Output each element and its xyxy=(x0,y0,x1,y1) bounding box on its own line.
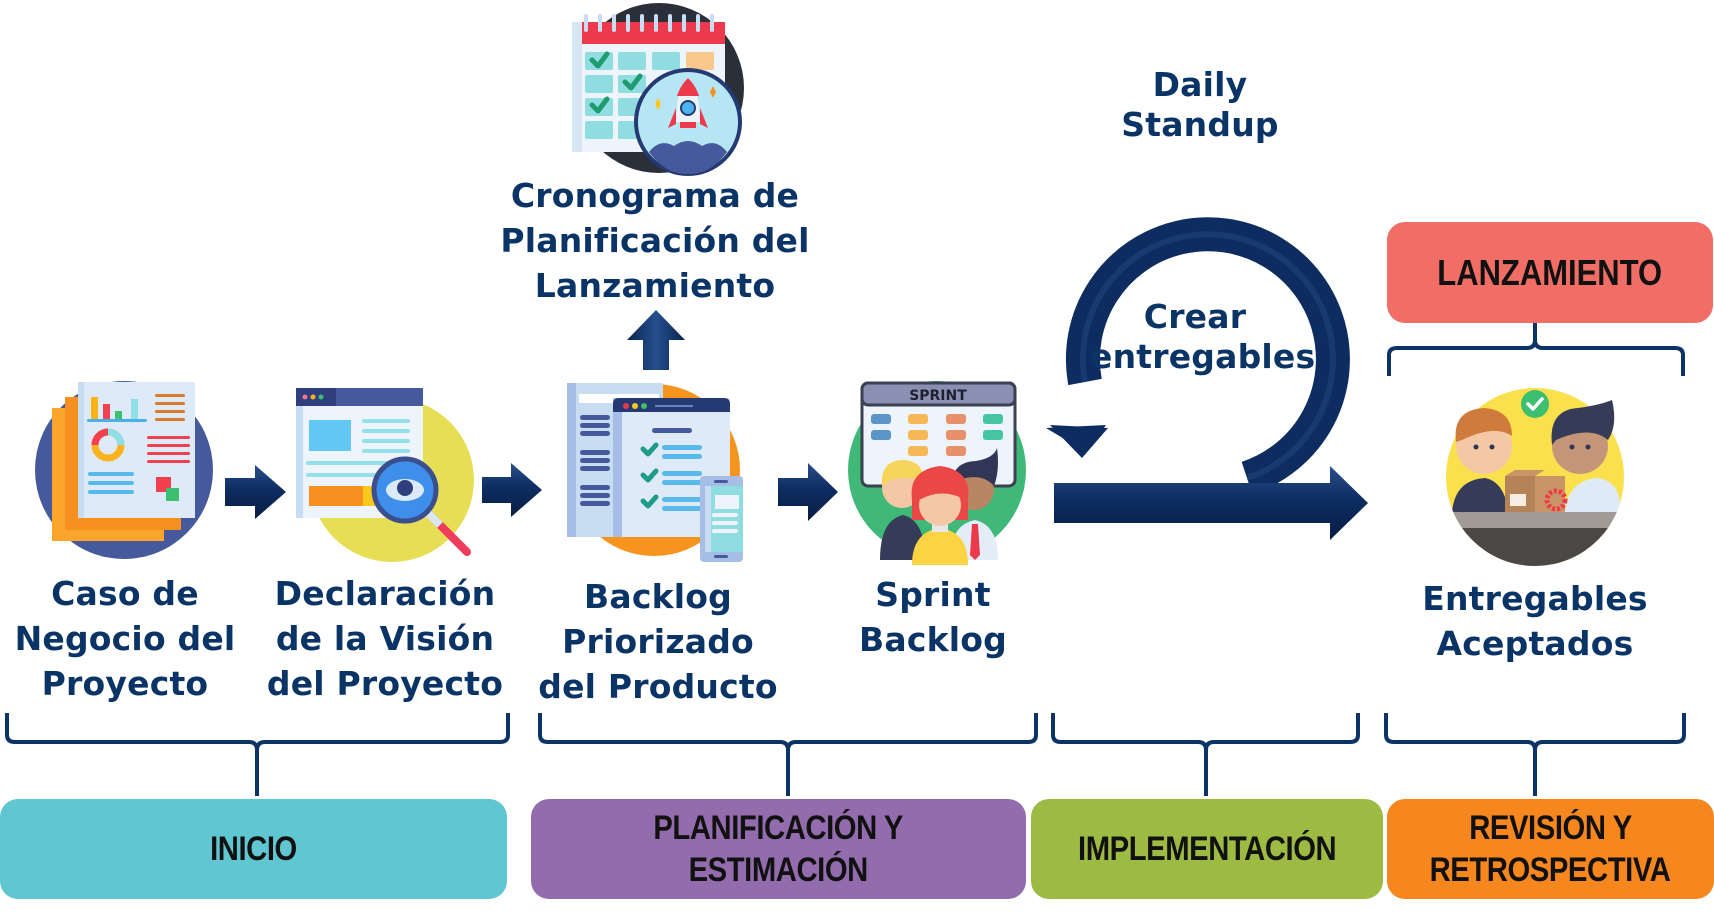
step-label-line: Proyecto xyxy=(41,664,209,703)
step-label-line: del Proyecto xyxy=(266,664,504,703)
step-label-product-backlog: Backlog Priorizado del Producto xyxy=(533,574,783,709)
bracket-revision xyxy=(1384,713,1686,796)
phase-label-line: REVISIÓN Y xyxy=(1469,809,1632,847)
step-label-line: Backlog xyxy=(584,577,732,616)
flow-arrow-up xyxy=(627,310,685,370)
step-label-sprint-backlog: Sprint Backlog xyxy=(833,572,1033,662)
step-label-line: Backlog xyxy=(859,620,1007,659)
step-label-line: Standup xyxy=(1121,105,1279,144)
release-box-label: LANZAMIENTO xyxy=(1437,251,1663,293)
step-label-line: Sprint xyxy=(875,575,991,614)
step-label-line: Priorizado xyxy=(562,622,754,661)
sprint-board-label: SPRINT xyxy=(909,388,967,404)
bracket-implementacion xyxy=(1051,713,1360,796)
phase-implementacion: IMPLEMENTACIÓN xyxy=(1031,799,1383,899)
step-label-line: Declaración xyxy=(274,574,496,613)
phase-label-line: RETROSPECTIVA xyxy=(1430,851,1671,889)
step-label-line: Caso de xyxy=(51,574,199,613)
release-box: LANZAMIENTO xyxy=(1387,222,1713,323)
step-label-vision-statement: Declaración de la Visión del Proyecto xyxy=(260,571,510,706)
sprint-board-team-icon: SPRINT xyxy=(848,381,1026,565)
phase-label: INICIO xyxy=(210,830,297,868)
flow-arrow-3 xyxy=(778,463,838,521)
browser-magnifier-icon xyxy=(296,388,474,562)
calendar-rocket-icon xyxy=(572,3,744,176)
phase-planificacion: PLANIFICACIÓN Y ESTIMACIÓN xyxy=(531,799,1026,899)
step-label-line: de la Visión xyxy=(275,619,495,658)
step-label-line: Planificación del xyxy=(500,221,810,260)
step-label-line: Lanzamiento xyxy=(534,266,776,305)
phase-revision: REVISIÓN Y RETROSPECTIVA xyxy=(1387,799,1714,899)
step-label-line: Crear xyxy=(1143,297,1247,336)
step-label-release-schedule: Cronograma de Planificación del Lanzamie… xyxy=(500,173,810,308)
step-label-line: Daily xyxy=(1152,65,1248,104)
bracket-lanzamiento xyxy=(1387,323,1685,376)
team-approval-icon xyxy=(1446,388,1624,566)
step-label-create-deliverables: Crear entregables xyxy=(1090,297,1316,377)
step-label-line: Aceptados xyxy=(1436,624,1634,663)
bracket-inicio xyxy=(5,713,510,796)
step-label-business-case: Caso de Negocio del Proyecto xyxy=(0,571,250,706)
cycle-arrow-icon xyxy=(1046,217,1368,540)
step-label-accepted-deliverables: Entregables Aceptados xyxy=(1410,576,1660,666)
step-label-line: entregables xyxy=(1090,337,1316,376)
bracket-planificacion xyxy=(538,713,1038,796)
flow-arrow-2 xyxy=(482,463,542,517)
step-label-line: del Producto xyxy=(538,667,778,706)
step-label-line: Negocio del xyxy=(14,619,236,658)
backlog-checklist-icon xyxy=(567,383,743,562)
phase-label-line: ESTIMACIÓN xyxy=(688,851,869,889)
phase-label-line: PLANIFICACIÓN Y xyxy=(653,809,904,847)
business-report-icon xyxy=(35,381,213,559)
step-label-daily-standup: Daily Standup xyxy=(1100,65,1300,145)
step-label-line: Entregables xyxy=(1422,579,1648,618)
step-label-line: Cronograma de xyxy=(510,176,800,215)
phase-inicio: INICIO xyxy=(0,799,507,899)
phase-label: IMPLEMENTACIÓN xyxy=(1077,830,1337,868)
flow-arrow-1 xyxy=(225,465,286,519)
